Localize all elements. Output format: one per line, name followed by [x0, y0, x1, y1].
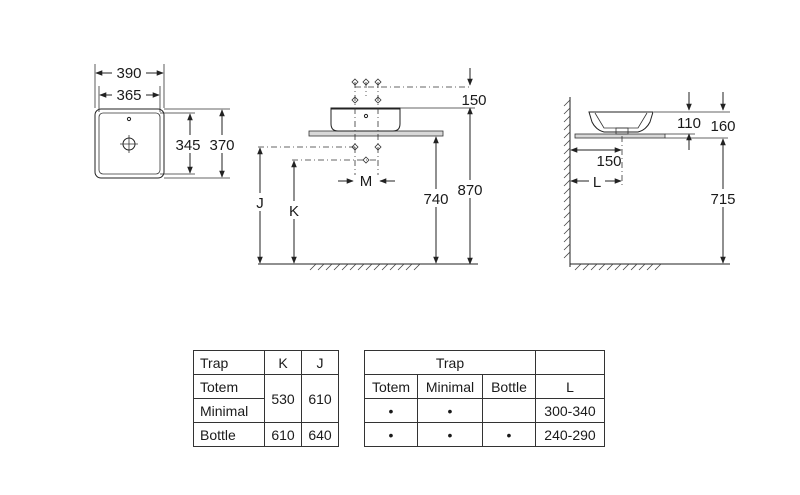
j-value: 640: [301, 422, 339, 447]
header-trap: Trap: [193, 350, 265, 375]
j-value-merged: 610: [301, 374, 339, 423]
bottle-mark: •: [482, 422, 536, 447]
label-k: K: [289, 203, 299, 220]
header-j: J: [301, 350, 339, 375]
trap-name: Bottle: [193, 422, 265, 447]
k-value-merged: 530: [264, 374, 302, 423]
basin-front: [330, 107, 401, 132]
header-totem: Totem: [364, 374, 418, 399]
dim-150-front: 150: [461, 92, 486, 109]
totem-mark: •: [364, 422, 418, 447]
overflow-hole: [363, 113, 369, 119]
dim-width-outer: 390: [116, 65, 141, 82]
basin-inner-outline: [98, 112, 161, 175]
basin-section: [588, 111, 654, 133]
label-l: L: [593, 174, 601, 191]
table-row: • • • 240-290: [364, 422, 605, 447]
dim-150-side: 150: [596, 153, 621, 170]
floor-hatch: [309, 263, 421, 271]
totem-mark: •: [364, 398, 418, 423]
label-m: M: [360, 173, 373, 190]
dim-870: 870: [457, 182, 482, 199]
header-bottle: Bottle: [482, 374, 536, 399]
dim-740: 740: [423, 191, 448, 208]
trap-name: Totem: [193, 374, 265, 399]
basin-outer-outline: [94, 108, 165, 179]
minimal-mark: •: [417, 398, 483, 423]
side-view: 110 160 715 150 L: [563, 92, 740, 271]
table-row: Totem 530 610: [193, 374, 339, 423]
countertop: [308, 130, 444, 137]
dim-110: 110: [677, 115, 701, 132]
table-header-row: Trap: [364, 350, 605, 375]
front-view: 150 740 870 J K M: [252, 68, 487, 271]
header-empty: [535, 350, 605, 375]
table-header-row: Trap K J: [193, 350, 339, 375]
trap-name: Minimal: [193, 398, 265, 423]
technical-drawing: 390 365 345 370: [94, 63, 740, 271]
dim-width-inner: 365: [116, 87, 141, 104]
table-row: • • 300-340: [364, 398, 605, 423]
dim-depth-outer: 370: [209, 137, 234, 154]
floor-hatch: [574, 263, 662, 271]
table-subheader-row: Totem Minimal Bottle L: [364, 374, 605, 399]
trap-l-table: Trap Totem Minimal Bottle L • • 300-340 …: [364, 350, 605, 447]
overflow-hole: [126, 116, 132, 122]
label-j: J: [256, 195, 264, 212]
dim-715: 715: [710, 191, 735, 208]
k-value: 610: [264, 422, 302, 447]
wall-hatch: [563, 99, 571, 259]
l-value: 240-290: [535, 422, 605, 447]
header-trap-group: Trap: [364, 350, 536, 375]
minimal-mark: •: [417, 422, 483, 447]
table-row: Minimal: [193, 398, 339, 423]
table-row: Bottle 610 640: [193, 422, 339, 447]
dim-depth-inner: 345: [175, 137, 200, 154]
header-minimal: Minimal: [417, 374, 483, 399]
header-k: K: [264, 350, 302, 375]
trap-kj-table: Trap K J Totem 530 610 Minimal Bottle 61…: [193, 350, 339, 447]
l-value: 300-340: [535, 398, 605, 423]
header-l: L: [535, 374, 605, 399]
bottle-mark: [482, 398, 536, 423]
countertop-side: [574, 133, 666, 139]
top-view: 390 365 345 370: [94, 63, 239, 179]
dim-160: 160: [710, 118, 735, 135]
